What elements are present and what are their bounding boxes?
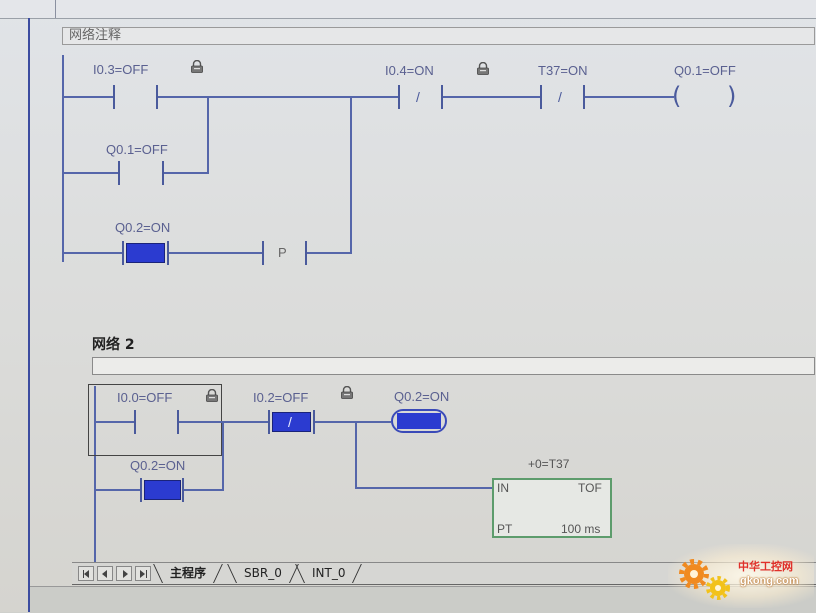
contact-plate <box>313 410 315 434</box>
tab-int-0[interactable]: INT_0 <box>304 564 353 583</box>
contact-label: Q0.2=ON <box>115 220 171 235</box>
wire <box>158 96 398 98</box>
timer-type: TOF <box>578 481 602 495</box>
coil-label: Q0.1=OFF <box>674 63 736 78</box>
contact-plate <box>134 410 136 434</box>
contact-plate <box>262 241 264 265</box>
timer-name: +0=T37 <box>528 457 570 471</box>
contact-plate <box>583 85 585 109</box>
network-comment-header[interactable]: 网络注释 <box>62 27 815 45</box>
window-inner-border <box>55 0 56 18</box>
wire <box>443 96 540 98</box>
next-icon[interactable] <box>116 566 132 581</box>
contact-label: I0.4=ON <box>385 63 434 78</box>
coil-outline <box>391 409 447 433</box>
watermark-logo: 中华工控网 gkong.com <box>668 544 814 608</box>
contact-active-fill <box>272 412 311 432</box>
branch-wire <box>350 96 352 253</box>
contact-plate <box>398 85 400 109</box>
branch-wire <box>222 421 224 491</box>
contact-label: Q0.2=ON <box>130 458 186 473</box>
branch-wire <box>207 96 209 173</box>
wire <box>355 487 492 489</box>
contact-plate <box>441 85 443 109</box>
contact-plate <box>540 85 542 109</box>
first-icon[interactable] <box>78 566 94 581</box>
contact-plate <box>182 478 184 502</box>
network-2-comment-field[interactable] <box>92 357 815 375</box>
wire <box>62 96 113 98</box>
watermark-cn-text: 中华工控网 <box>738 560 793 573</box>
contact-plate <box>177 410 179 434</box>
last-icon[interactable] <box>135 566 151 581</box>
left-power-rail <box>94 386 96 564</box>
timer-in-pin: IN <box>497 481 509 495</box>
wire <box>62 252 122 254</box>
contact-plate <box>305 241 307 265</box>
prev-icon[interactable] <box>97 566 113 581</box>
wire <box>315 421 391 423</box>
contact-active-fill <box>144 480 181 500</box>
contact-plate <box>122 241 124 265</box>
contact-label: I0.3=OFF <box>93 62 149 77</box>
contact-label: I0.0=OFF <box>117 390 173 405</box>
coil-active-fill <box>397 413 441 429</box>
transition-symbol: P <box>278 245 287 260</box>
lock-icon <box>191 60 203 73</box>
wire <box>94 421 134 423</box>
tab-sbr-0[interactable]: SBR_0 <box>236 564 290 583</box>
contact-plate <box>113 85 115 109</box>
tab-main-program[interactable]: 主程序 <box>162 564 214 583</box>
window-left-border <box>28 18 30 612</box>
wire <box>62 172 118 174</box>
wire <box>585 96 674 98</box>
contact-active-fill <box>126 243 165 263</box>
contact-plate <box>268 410 270 434</box>
wire <box>184 489 224 491</box>
contact-plate <box>162 161 164 185</box>
timer-pt-pin: PT <box>497 522 513 536</box>
contact-plate <box>156 85 158 109</box>
contact-label: Q0.1=OFF <box>106 142 168 157</box>
coil-close-paren: ) <box>727 82 737 110</box>
contact-plate <box>167 241 169 265</box>
branch-wire <box>355 421 357 489</box>
wire <box>164 172 209 174</box>
contact-label: T37=ON <box>538 63 588 78</box>
selection-box <box>88 384 222 456</box>
wire <box>307 252 352 254</box>
lock-icon <box>206 389 218 402</box>
contact-label: I0.2=OFF <box>253 390 309 405</box>
wire <box>169 252 262 254</box>
lock-icon <box>341 386 353 399</box>
left-power-rail <box>62 55 64 262</box>
timer-timebase: 100 ms <box>561 522 601 536</box>
coil-open-paren: ( <box>672 82 682 110</box>
normally-closed-slash: / <box>416 89 420 105</box>
wire <box>94 489 140 491</box>
tof-timer-box[interactable] <box>492 478 612 538</box>
network-2-title: 网络 2 <box>92 337 135 353</box>
top-toolbar-strip <box>0 0 816 19</box>
coil-label: Q0.2=ON <box>394 389 450 404</box>
normally-closed-slash: / <box>558 89 562 105</box>
gear-icon <box>679 559 730 600</box>
watermark-en-text: gkong.com <box>740 575 799 587</box>
normally-closed-slash: / <box>288 414 292 430</box>
lock-icon <box>477 62 489 75</box>
contact-plate <box>118 161 120 185</box>
contact-plate <box>140 478 142 502</box>
